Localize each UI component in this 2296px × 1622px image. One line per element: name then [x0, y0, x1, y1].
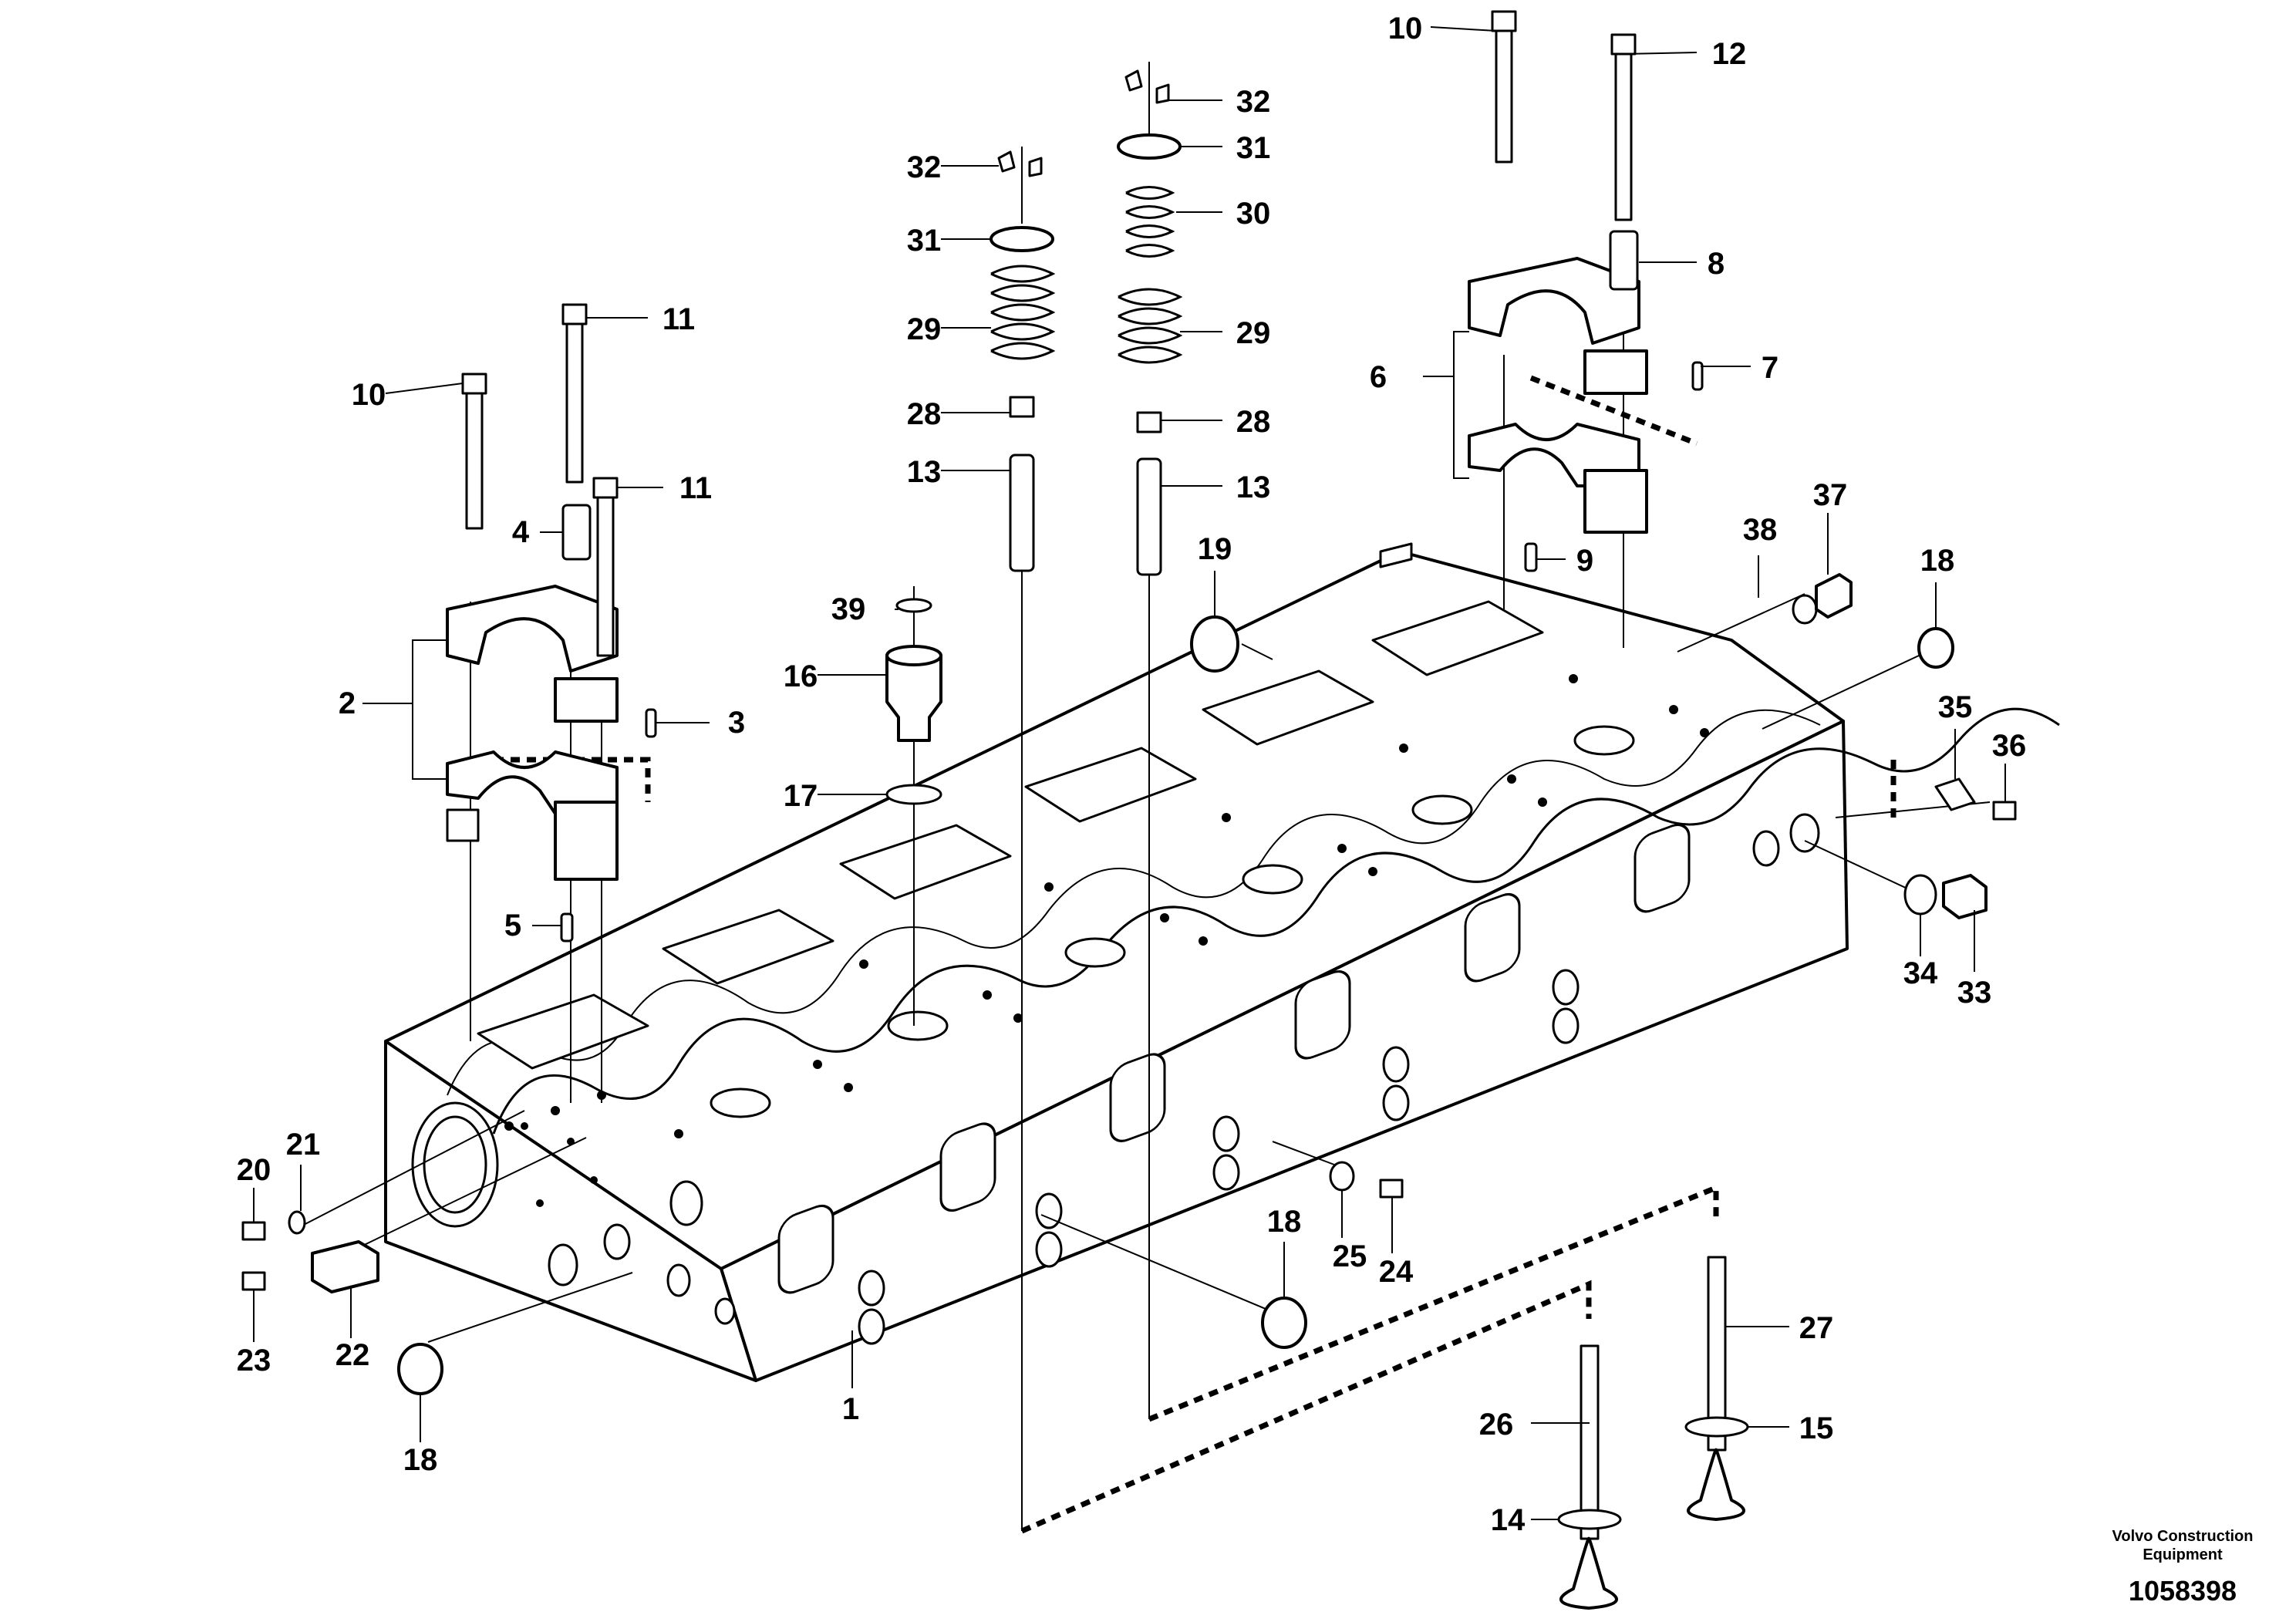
label-34: 34 — [1903, 956, 1938, 990]
label-24: 24 — [1379, 1255, 1414, 1289]
label-22: 22 — [335, 1338, 370, 1372]
label-19: 19 — [1198, 532, 1232, 566]
footer: Volvo Construction Equipment 1058398 — [2112, 1528, 2254, 1607]
label-28-right: 28 — [1236, 405, 1271, 439]
label-30: 30 — [1236, 197, 1271, 231]
label-11-upper: 11 — [663, 302, 695, 336]
label-3: 3 — [728, 706, 745, 740]
valve-spring-stack-left — [990, 147, 1056, 572]
label-6: 6 — [1370, 360, 1387, 394]
drawing-number: 1058398 — [2129, 1575, 2237, 1607]
callout-labels: 1 2 3 4 5 6 7 8 9 10 10 11 11 12 13 13 1… — [237, 12, 2027, 1537]
label-10-left: 10 — [352, 378, 386, 412]
label-10-right: 10 — [1388, 12, 1423, 46]
label-1: 1 — [842, 1392, 859, 1426]
label-38: 38 — [1743, 513, 1778, 547]
label-5: 5 — [504, 909, 521, 943]
label-31-left: 31 — [907, 224, 942, 258]
label-17: 17 — [784, 779, 818, 813]
label-29-left: 29 — [907, 312, 942, 346]
label-15: 15 — [1799, 1411, 1834, 1445]
label-36: 36 — [1992, 729, 2027, 763]
label-connectors — [253, 26, 2006, 1520]
label-27: 27 — [1799, 1311, 1834, 1345]
valves — [1557, 1256, 1749, 1610]
label-14: 14 — [1491, 1503, 1526, 1537]
top-face-holes — [504, 674, 1709, 1138]
plugs-and-washers — [241, 573, 2017, 1395]
label-33: 33 — [1957, 976, 1992, 1010]
injector-sleeve — [885, 586, 942, 805]
label-18-top-right: 18 — [1920, 544, 1955, 578]
leader-lines — [300, 293, 1991, 1534]
label-8: 8 — [1708, 247, 1725, 281]
cylinder-head-block — [384, 542, 2060, 1382]
label-28-left: 28 — [907, 397, 942, 431]
label-32-left: 32 — [907, 150, 942, 184]
label-25: 25 — [1333, 1239, 1367, 1273]
label-21: 21 — [286, 1128, 321, 1162]
label-4: 4 — [512, 515, 530, 549]
label-11-lower: 11 — [679, 471, 712, 505]
brand-line-1: Volvo Construction — [2112, 1528, 2254, 1545]
label-31-right: 31 — [1236, 131, 1271, 165]
label-35: 35 — [1938, 690, 1973, 724]
label-39: 39 — [831, 592, 866, 626]
label-20: 20 — [237, 1153, 271, 1187]
label-12: 12 — [1712, 37, 1747, 71]
label-9: 9 — [1576, 544, 1593, 578]
label-32-right: 32 — [1236, 85, 1271, 119]
label-26: 26 — [1479, 1408, 1514, 1442]
label-16: 16 — [784, 659, 818, 693]
right-bearing-cap — [1468, 257, 1648, 534]
bolts-and-fasteners — [461, 10, 1704, 943]
label-7: 7 — [1762, 351, 1778, 385]
label-2: 2 — [339, 686, 356, 720]
label-13-right: 13 — [1236, 470, 1271, 504]
label-13-left: 13 — [907, 455, 942, 489]
label-18-bottom: 18 — [403, 1443, 438, 1477]
front-face-ports — [777, 813, 1820, 1345]
cylinder-pockets — [477, 600, 1544, 1070]
label-18-mid: 18 — [1267, 1205, 1302, 1239]
label-23: 23 — [237, 1344, 271, 1378]
valve-spring-stack-right — [1117, 62, 1183, 576]
left-bearing-cap — [446, 585, 619, 881]
label-37: 37 — [1813, 478, 1848, 512]
brand-line-2: Equipment — [2143, 1546, 2223, 1563]
label-29-right: 29 — [1236, 316, 1271, 350]
